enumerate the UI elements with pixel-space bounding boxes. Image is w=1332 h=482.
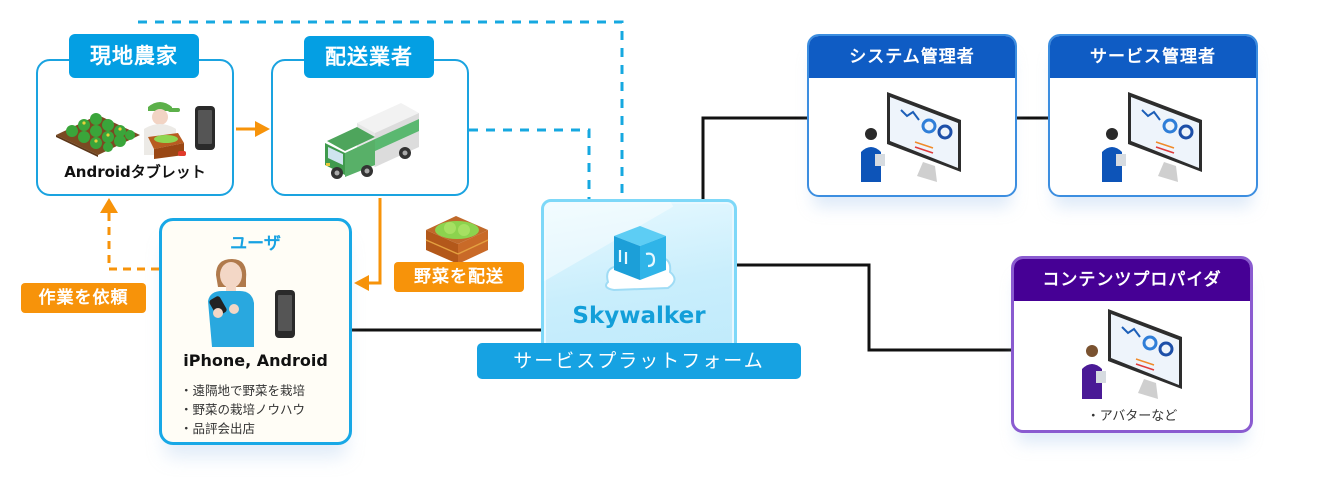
dashed-connector-delivery-platform: [469, 128, 591, 199]
user-card: ユーザ iPhone, Android 遠隔地で野菜を栽培 野菜の栽培ノウハウ …: [159, 218, 352, 445]
service-admin-title: サービス管理者: [1050, 36, 1256, 78]
arrowhead-right: [255, 121, 270, 137]
system-admin-card: システム管理者: [807, 34, 1017, 197]
smartphone-icon: [195, 106, 215, 150]
arrowhead-up: [100, 198, 118, 213]
farmer-card: Androidタブレット: [36, 59, 234, 196]
admin-with-monitor-icon: [1102, 92, 1202, 182]
content-provider-card: コンテンツプロパイダ ・アバターなど: [1011, 256, 1253, 433]
connector-platform-provider: [737, 263, 1011, 352]
content-provider-title: コンテンツプロパイダ: [1014, 259, 1250, 301]
connector-platform-sysadmin: [701, 116, 807, 199]
delivery-truck-icon: [325, 103, 419, 179]
farmer-with-crate-icon: [144, 102, 186, 159]
cube-on-cloud-logo-icon: [605, 226, 676, 292]
crop-field-icon: [56, 113, 140, 157]
request-work-label: 作業を依頼: [21, 283, 146, 313]
person-with-phone-icon: [208, 259, 254, 347]
farmer-title: 現地農家: [69, 34, 199, 78]
user-title: ユーザ: [230, 234, 281, 254]
ship-vegetables-label: 野菜を配送: [394, 262, 524, 292]
dashed-connector-farmer-platform: [138, 20, 624, 199]
arrowhead-left: [354, 275, 369, 291]
platform-name: Skywalker: [572, 303, 706, 329]
farmer-device-caption: Androidタブレット: [64, 163, 206, 181]
smartphone-icon: [275, 290, 295, 338]
delivery-title: 配送業者: [304, 36, 434, 78]
dashed-connector-user-farmer: [107, 212, 159, 271]
list-item: 品評会出店: [180, 419, 305, 438]
user-device-caption: iPhone, Android: [183, 351, 328, 370]
service-admin-card: サービス管理者: [1048, 34, 1258, 197]
list-item: 野菜の栽培ノウハウ: [180, 400, 306, 419]
user-feature-list: 遠隔地で野菜を栽培 野菜の栽培ノウハウ 品評会出店: [180, 381, 306, 438]
list-item: 遠隔地で野菜を栽培: [180, 381, 306, 400]
admin-with-monitor-icon: [861, 92, 961, 182]
delivery-card: [271, 59, 469, 196]
system-admin-title: システム管理者: [809, 36, 1015, 78]
content-provider-note: ・アバターなど: [1086, 409, 1178, 424]
provider-with-monitor-icon: [1082, 309, 1182, 399]
skywalker-platform-card: Skywalker: [541, 199, 737, 359]
platform-banner: サービスプラットフォーム: [477, 343, 801, 379]
connector-delivery-user: [368, 198, 382, 285]
vegetable-crate-icon: [425, 216, 489, 264]
